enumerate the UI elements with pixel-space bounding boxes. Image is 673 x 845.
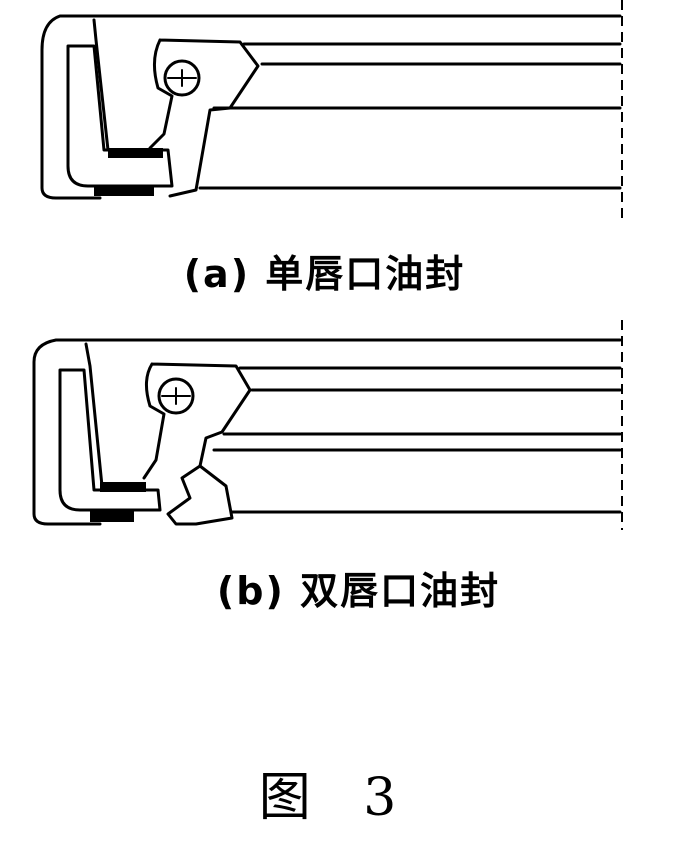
double-lip-seal-drawing bbox=[32, 320, 623, 530]
figure-label: 图 3 bbox=[258, 768, 415, 828]
shaft-surface bbox=[198, 42, 622, 190]
garter-spring-coil bbox=[167, 69, 197, 87]
sealing-lip-dust bbox=[166, 464, 234, 526]
insert-bond bbox=[108, 148, 163, 158]
caption-single-lip: (a) 单唇口油封 bbox=[183, 252, 466, 296]
sealing-lip-main bbox=[84, 342, 252, 488]
spring-strip bbox=[94, 186, 154, 196]
seal-outer-housing bbox=[40, 14, 622, 200]
caption-double-lip: (b) 双唇口油封 bbox=[216, 569, 501, 613]
insert-bond bbox=[100, 482, 146, 492]
shaft-surface bbox=[212, 366, 622, 514]
garter-spring bbox=[163, 59, 201, 97]
single-lip-seal-drawing bbox=[40, 0, 623, 220]
garter-spring-coil bbox=[161, 387, 191, 405]
single-lip-seal-diagram bbox=[0, 0, 673, 230]
spring-strip bbox=[90, 510, 134, 522]
double-lip-seal-diagram bbox=[0, 310, 673, 540]
seal-outer-housing bbox=[32, 338, 622, 526]
metal-insert bbox=[66, 44, 174, 188]
garter-spring bbox=[157, 377, 195, 415]
